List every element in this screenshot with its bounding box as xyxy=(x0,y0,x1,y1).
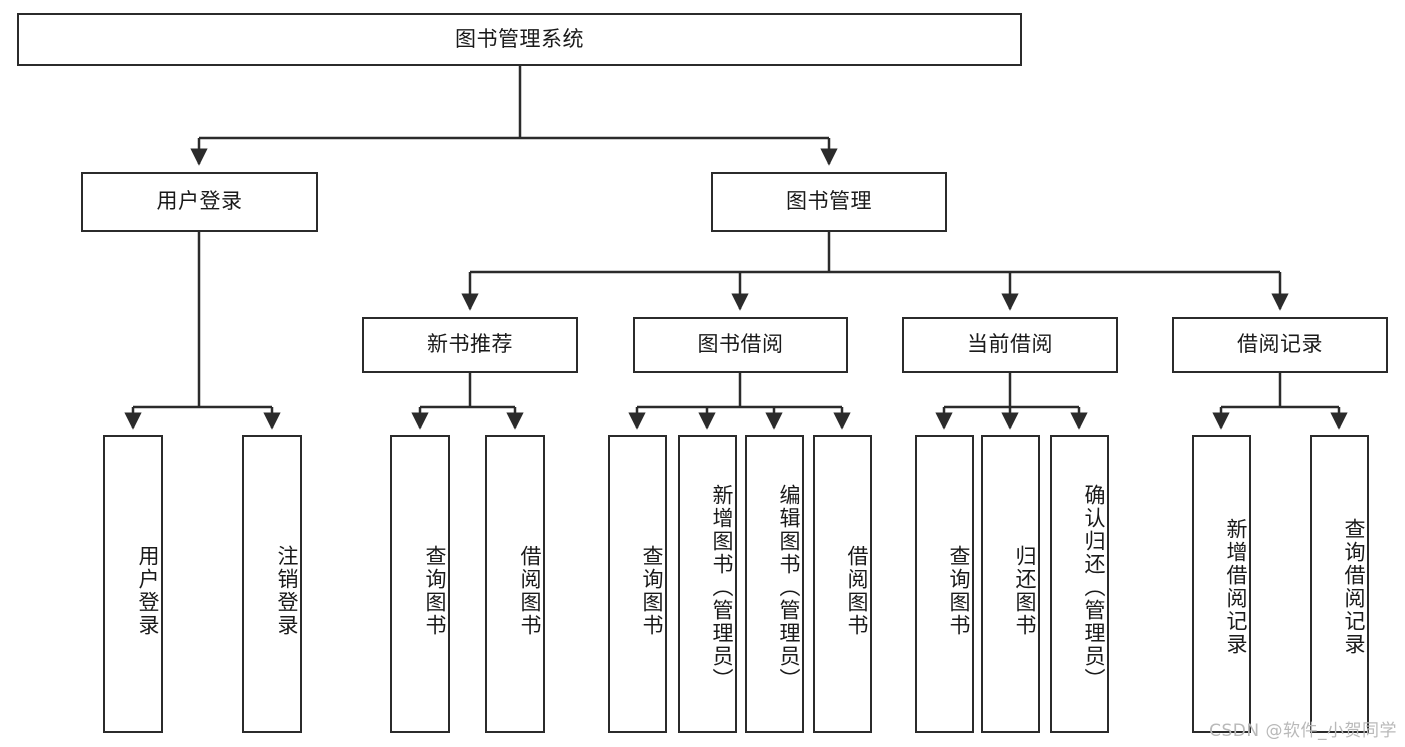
node-borrow-record-label: 借阅记录 xyxy=(1237,332,1323,357)
node-leaf-query-book-recommend-label: 查询图书 xyxy=(423,545,447,637)
node-leaf-query-book-borrow-label: 查询图书 xyxy=(640,545,664,637)
node-new-book-recommend[interactable]: 新书推荐 xyxy=(362,317,578,373)
node-leaf-edit-book[interactable]: 编辑图书（管理员） xyxy=(745,435,804,733)
node-leaf-borrow-book-label: 借阅图书 xyxy=(845,545,869,637)
node-leaf-query-borrow-record-label: 查询借阅记录 xyxy=(1342,518,1366,656)
node-user-login-label: 用户登录 xyxy=(156,189,243,214)
node-leaf-query-book-borrow[interactable]: 查询图书 xyxy=(608,435,667,733)
node-leaf-query-book-current-label: 查询图书 xyxy=(947,545,971,637)
node-leaf-query-book-recommend[interactable]: 查询图书 xyxy=(390,435,450,733)
node-leaf-borrow-book[interactable]: 借阅图书 xyxy=(813,435,872,733)
node-leaf-add-borrow-record[interactable]: 新增借阅记录 xyxy=(1192,435,1251,733)
node-leaf-borrow-book-recommend[interactable]: 借阅图书 xyxy=(485,435,545,733)
node-book-borrow-label: 图书借阅 xyxy=(697,332,784,357)
node-book-borrow[interactable]: 图书借阅 xyxy=(633,317,848,373)
node-book-management[interactable]: 图书管理 xyxy=(711,172,947,232)
node-leaf-confirm-return[interactable]: 确认归还（管理员） xyxy=(1050,435,1109,733)
node-leaf-query-borrow-record[interactable]: 查询借阅记录 xyxy=(1310,435,1369,733)
node-leaf-add-book-label: 新增图书（管理员） xyxy=(710,483,734,691)
node-leaf-user-login-label: 用户登录 xyxy=(136,545,160,637)
node-leaf-borrow-book-recommend-label: 借阅图书 xyxy=(518,545,542,637)
node-user-login[interactable]: 用户登录 xyxy=(81,172,318,232)
node-leaf-confirm-return-label: 确认归还（管理员） xyxy=(1082,483,1106,691)
node-leaf-logout-label: 注销登录 xyxy=(275,545,299,637)
node-leaf-add-book[interactable]: 新增图书（管理员） xyxy=(678,435,737,733)
node-leaf-query-book-current[interactable]: 查询图书 xyxy=(915,435,974,733)
node-leaf-return-book-label: 归还图书 xyxy=(1013,545,1037,637)
node-root-label: 图书管理系统 xyxy=(455,26,584,51)
node-current-borrow[interactable]: 当前借阅 xyxy=(902,317,1118,373)
node-book-management-label: 图书管理 xyxy=(786,189,872,214)
node-leaf-user-login[interactable]: 用户登录 xyxy=(103,435,163,733)
node-current-borrow-label: 当前借阅 xyxy=(967,332,1053,357)
node-root[interactable]: 图书管理系统 xyxy=(17,13,1022,66)
node-new-book-recommend-label: 新书推荐 xyxy=(427,332,513,357)
node-leaf-add-borrow-record-label: 新增借阅记录 xyxy=(1224,518,1248,656)
node-borrow-record[interactable]: 借阅记录 xyxy=(1172,317,1388,373)
node-leaf-logout[interactable]: 注销登录 xyxy=(242,435,302,733)
node-leaf-return-book[interactable]: 归还图书 xyxy=(981,435,1040,733)
node-leaf-edit-book-label: 编辑图书（管理员） xyxy=(777,483,801,691)
